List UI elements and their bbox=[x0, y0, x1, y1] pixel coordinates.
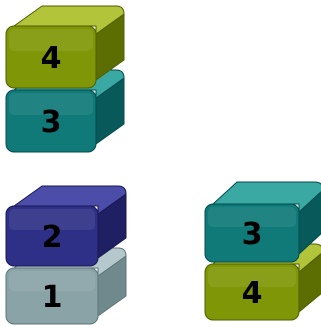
block-3-bottom-right: 3 bbox=[205, 182, 321, 262]
block-number-label: 3 bbox=[41, 105, 62, 140]
block-number-label: 2 bbox=[42, 220, 63, 255]
block-number-label: 3 bbox=[242, 217, 263, 252]
block-number-label: 4 bbox=[41, 41, 62, 76]
block-number-label: 4 bbox=[242, 276, 263, 311]
block-number-label: 1 bbox=[42, 280, 63, 315]
